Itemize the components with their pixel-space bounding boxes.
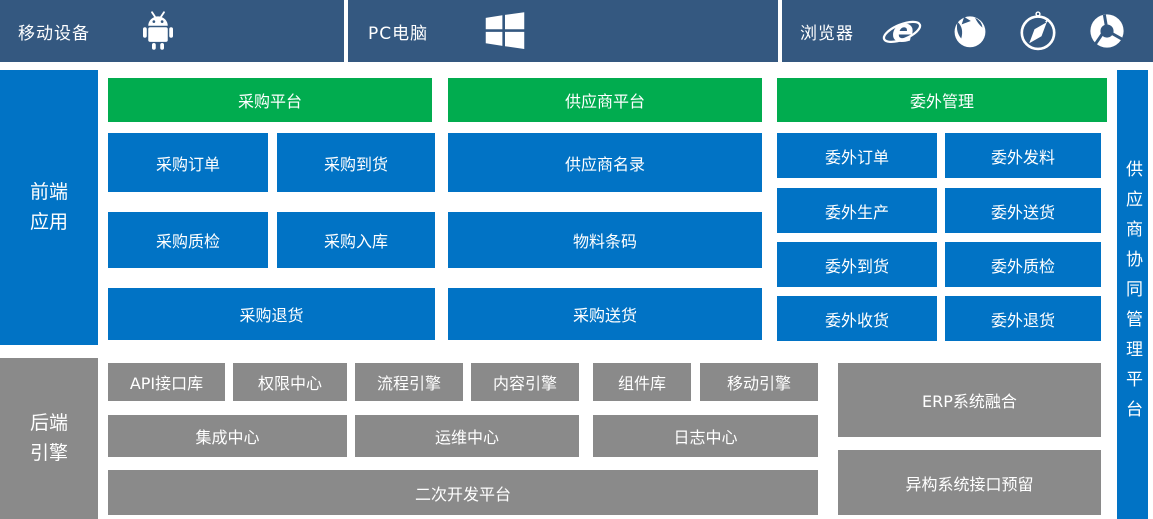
module-log-center: 日志中心 — [593, 415, 818, 457]
supplier-collaboration-platform-bar: 供应商协同管理平台 — [1117, 70, 1148, 519]
topbar-browser-section: 浏览器 e — [782, 0, 1153, 62]
module-process-engine: 流程引擎 — [355, 363, 463, 401]
topbar-mobile-section: 移动设备 — [0, 0, 344, 62]
module-secondary-dev-platform: 二次开发平台 — [108, 470, 818, 515]
module-outsourcing-arrival: 委外到货 — [777, 242, 937, 287]
module-component-library: 组件库 — [593, 363, 691, 401]
module-integration-center: 集成中心 — [108, 415, 347, 457]
topbar-pc-section: PC电脑 — [348, 0, 778, 62]
module-api-library: API接口库 — [108, 363, 225, 401]
module-outsourcing-order: 委外订单 — [777, 133, 937, 178]
frontend-apps-label: 前端应用 — [29, 181, 68, 233]
ie-icon: e — [881, 10, 923, 52]
chrome-icon — [1086, 10, 1128, 52]
browsers-label: 浏览器 — [800, 23, 854, 44]
supplier-collaboration-platform-label: 供应商协同管理平台 — [1122, 159, 1142, 430]
module-purchase-arrival: 采购到货 — [277, 133, 435, 192]
module-outsourcing-delivery: 委外送货 — [945, 188, 1101, 233]
mobile-devices-label: 移动设备 — [18, 23, 90, 44]
module-purchase-inspection: 采购质检 — [108, 212, 268, 268]
module-purchase-return: 采购退货 — [108, 288, 435, 340]
module-outsourcing-production: 委外生产 — [777, 188, 937, 233]
android-icon — [140, 8, 176, 54]
module-heterogeneous-interface-reserve: 异构系统接口预留 — [838, 450, 1101, 515]
module-erp-system-fusion: ERP系统融合 — [838, 363, 1101, 437]
module-outsourcing-return: 委外退货 — [945, 296, 1101, 341]
backend-engines-side-header: 后端引擎 — [0, 358, 98, 519]
module-operations-center: 运维中心 — [355, 415, 579, 457]
header-supplier-platform: 供应商平台 — [448, 78, 762, 122]
module-outsourcing-receiving: 委外收货 — [777, 296, 937, 341]
module-purchase-order: 采购订单 — [108, 133, 268, 192]
svg-text:e: e — [892, 12, 914, 50]
header-outsourcing-management: 委外管理 — [777, 78, 1107, 122]
module-purchase-warehousing: 采购入库 — [277, 212, 435, 268]
safari-icon — [1017, 10, 1059, 52]
module-content-engine: 内容引擎 — [471, 363, 579, 401]
windows-icon — [484, 10, 526, 52]
module-purchase-delivery: 采购送货 — [448, 288, 762, 340]
firefox-icon — [950, 11, 990, 51]
module-material-barcode: 物料条码 — [448, 212, 762, 268]
frontend-apps-side-header: 前端应用 — [0, 70, 98, 345]
module-mobile-engine: 移动引擎 — [700, 363, 818, 401]
header-procurement-platform: 采购平台 — [108, 78, 432, 122]
module-supplier-directory: 供应商名录 — [448, 133, 762, 192]
pc-label: PC电脑 — [368, 23, 429, 44]
browser-icon-row: e — [881, 10, 1128, 52]
module-outsourcing-material-issue: 委外发料 — [945, 133, 1101, 178]
backend-engines-label: 后端引擎 — [29, 412, 68, 464]
module-permission-center: 权限中心 — [233, 363, 347, 401]
module-outsourcing-inspection: 委外质检 — [945, 242, 1101, 287]
